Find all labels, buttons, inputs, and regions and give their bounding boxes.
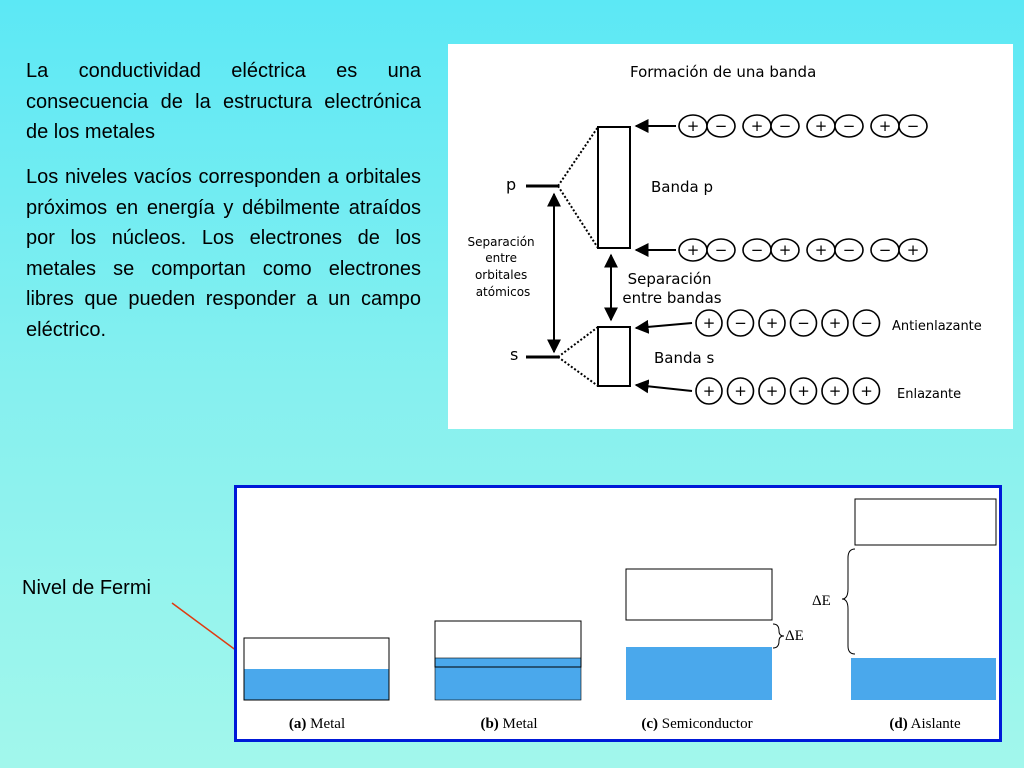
bonding-label: Enlazante: [897, 387, 961, 402]
orbital-sign: +: [829, 314, 842, 332]
intro-paragraph: La conductividad eléctrica es una consec…: [26, 60, 421, 143]
orbital-lobe: [789, 377, 818, 405]
orbital-sign: −: [907, 117, 920, 135]
orbital-lobe: [821, 309, 849, 337]
orbital-sign: −: [734, 314, 747, 332]
p-band-fan: [557, 126, 599, 249]
orbital-lobe: [852, 377, 881, 405]
orbital-sign: +: [829, 382, 842, 400]
orbital-sign: +: [703, 314, 716, 332]
orbital-sign: +: [734, 382, 747, 400]
orbital-sign: +: [815, 241, 828, 259]
orbital-sign: +: [766, 314, 779, 332]
orbital-sign: −: [779, 117, 792, 135]
fermi-level-label: Nivel de Fermi: [22, 577, 151, 599]
orbital-row-top: +−+−+−+−: [678, 114, 928, 138]
orbital-lobe: [898, 114, 928, 138]
bonding-row-arrow: [634, 379, 693, 394]
orbital-lobe: [758, 377, 786, 405]
orbital-lobe: [706, 114, 736, 138]
orbital-sign: +: [860, 382, 873, 400]
antibonding-label: Antienlazante: [892, 319, 982, 334]
orbital-lobe: [726, 309, 755, 337]
orbital-row-p-bottom: +−−++−−+: [678, 238, 928, 262]
orbital-sign: −: [843, 117, 856, 135]
orbital-sign: +: [815, 117, 828, 135]
band-gap-label: Separación entre bandas: [622, 270, 721, 307]
orbital-lobe: [706, 238, 736, 262]
p-band-label: Banda p: [651, 178, 713, 196]
orbital-sign: −: [751, 241, 764, 259]
s-band-fan: [557, 326, 599, 387]
orbital-sign: +: [879, 117, 892, 135]
s-level-label: s: [510, 345, 518, 364]
orbital-sign: +: [703, 382, 716, 400]
orbital-lobe: [852, 309, 881, 337]
orbital-sign: −: [879, 241, 892, 259]
orbital-lobe: [821, 377, 849, 405]
orbital-lobe: [770, 114, 800, 138]
orbital-lobe: [758, 309, 786, 337]
orbital-sign: −: [843, 241, 856, 259]
orbital-lobe: [726, 377, 755, 405]
orbital-lobe: [898, 238, 928, 262]
band-title: Formación de una banda: [630, 63, 816, 81]
orbital-lobe: [789, 309, 818, 337]
band-formation-diagram: Formación de una banda p s Separación en…: [448, 44, 1013, 429]
orbital-sign: −: [860, 314, 873, 332]
orbital-lobe: [834, 114, 864, 138]
orbital-sign: +: [797, 382, 810, 400]
orbital-sign: +: [907, 241, 920, 259]
insulator-gap-label: ΔE: [812, 593, 831, 609]
caption-a: (a) Metal: [289, 716, 345, 732]
orbital-row-bonding: + + + + + +: [695, 377, 881, 405]
orbital-sign: +: [766, 382, 779, 400]
orbital-gap-label: Separación entre orbitales atómicos: [468, 235, 539, 299]
orbital-lobe: [770, 238, 800, 262]
orbital-lobe: [695, 377, 723, 405]
metal-b-diagram: [434, 620, 582, 701]
semiconductor-diagram: ΔE: [625, 568, 804, 700]
s-band-label: Banda s: [654, 349, 714, 367]
orbital-row-antibonding: +−+−+−: [695, 309, 881, 337]
orbital-sign: −: [797, 314, 810, 332]
orbital-lobe: [834, 238, 864, 262]
explanation-paragraph: Los niveles vacíos corresponden a orbita…: [26, 166, 421, 341]
caption-d: (d) Aislante: [889, 716, 961, 732]
band-states-diagram: ΔE ΔE (a) Metal (b) Metal (c) Semiconduc…: [234, 485, 1002, 742]
orbital-sign: +: [751, 117, 764, 135]
orbital-sign: −: [715, 241, 728, 259]
antibonding-row-arrow: [634, 319, 693, 334]
s-band-box: [597, 326, 631, 387]
orbital-sign: +: [687, 117, 700, 135]
metal-a-diagram: [243, 637, 390, 701]
caption-c: (c) Semiconductor: [641, 716, 752, 732]
insulator-diagram: ΔE: [812, 498, 997, 700]
p-level-label: p: [506, 175, 516, 194]
fermi-level-arrow: [171, 602, 257, 666]
orbital-sign: −: [715, 117, 728, 135]
orbital-sign: +: [687, 241, 700, 259]
orbital-lobe: [695, 309, 723, 337]
semiconductor-gap-label: ΔE: [785, 628, 804, 644]
caption-b: (b) Metal: [480, 716, 537, 732]
p-band-box: [597, 126, 631, 249]
orbital-sign: +: [779, 241, 792, 259]
